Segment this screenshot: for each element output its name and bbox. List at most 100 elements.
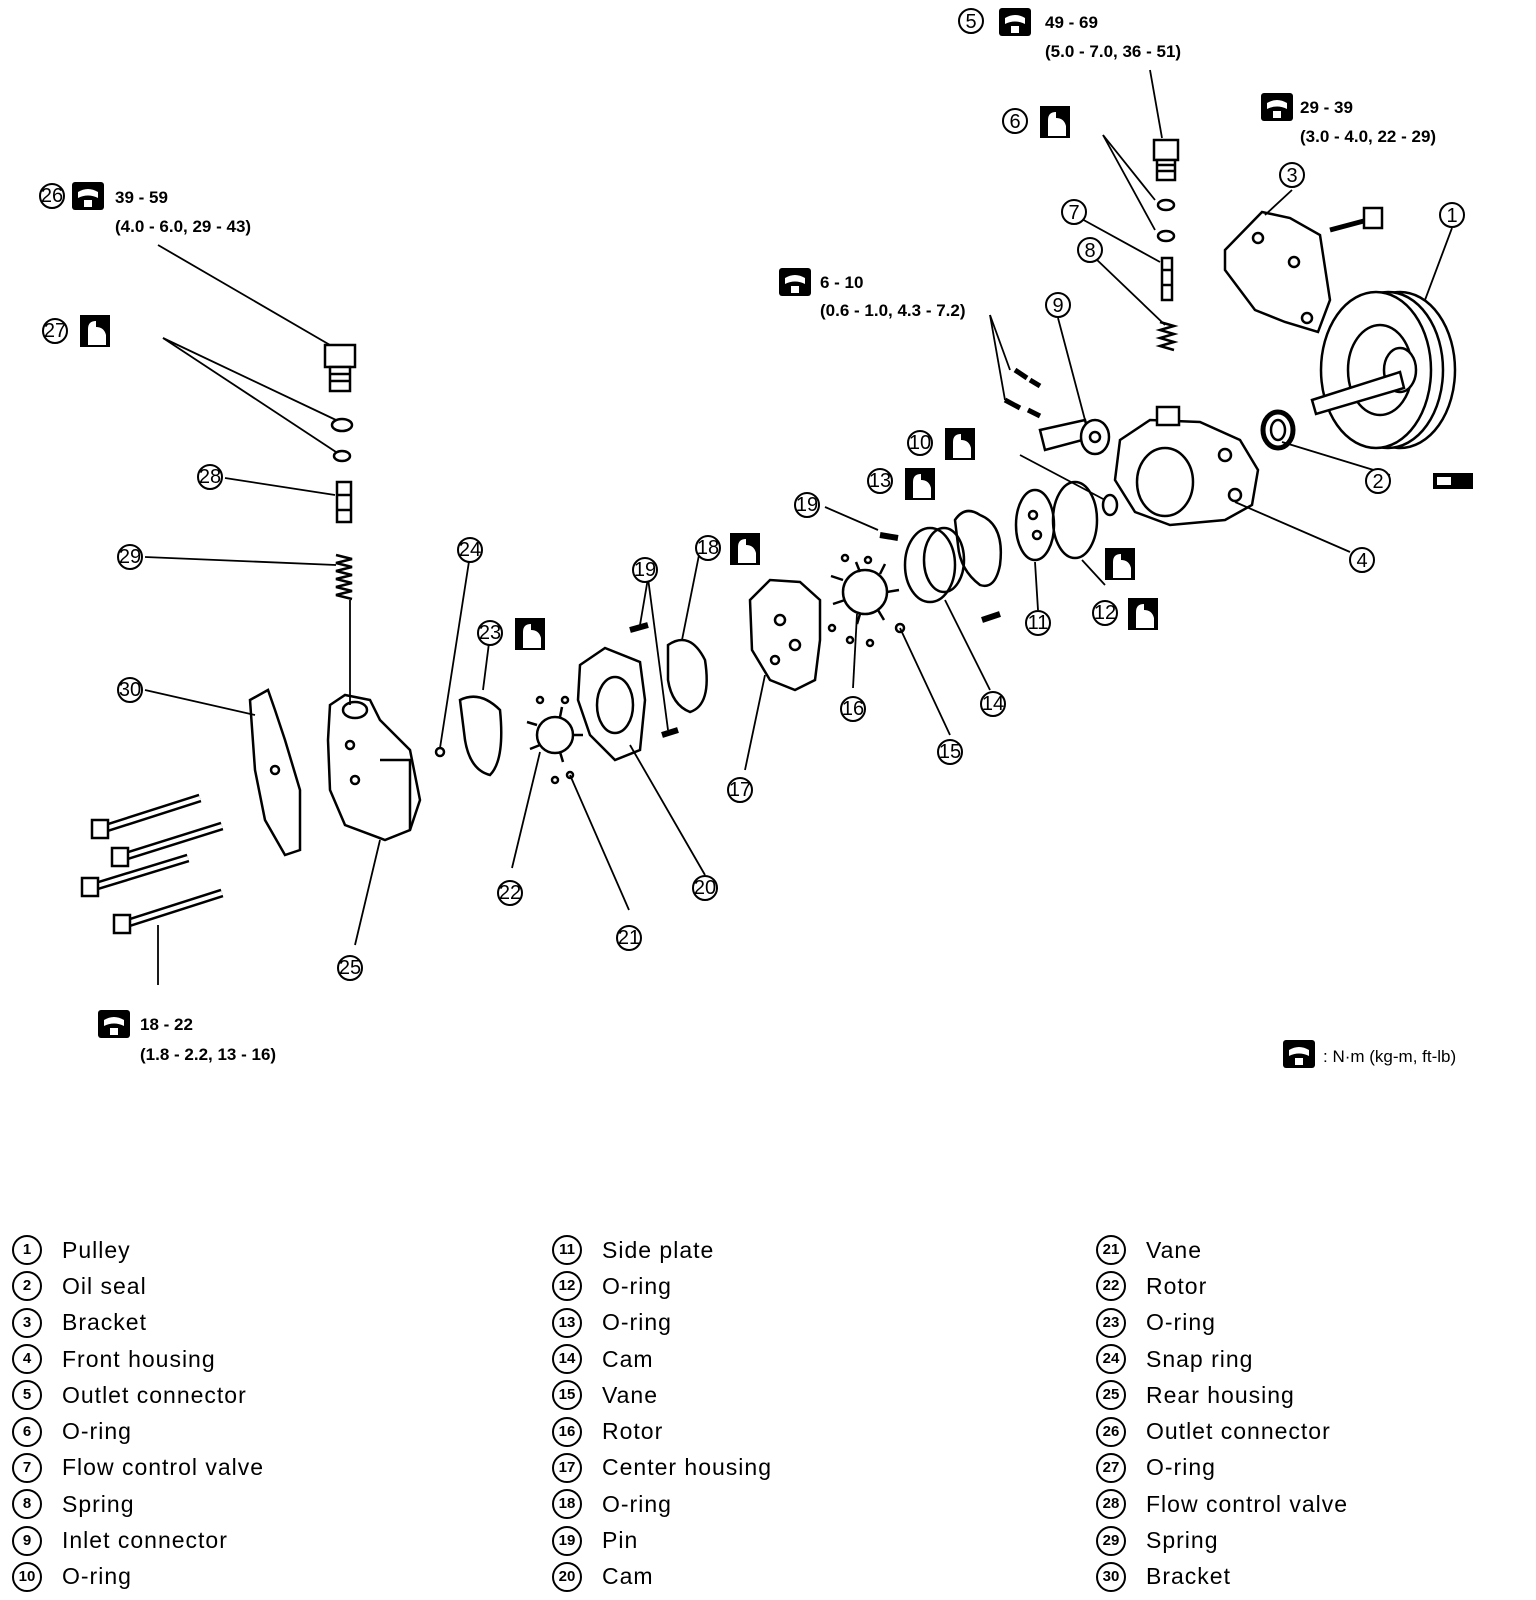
callout-9 bbox=[1045, 292, 1071, 318]
legend-label: O-ring bbox=[62, 1563, 132, 1590]
legend-label: Oil seal bbox=[62, 1272, 147, 1299]
callout-15-label: 15 bbox=[939, 741, 961, 763]
callout-19a bbox=[794, 492, 820, 518]
legend-label: Spring bbox=[1146, 1527, 1219, 1554]
callout-4 bbox=[1349, 547, 1375, 573]
legend-number: 1 bbox=[12, 1235, 42, 1266]
callout-1-label: 1 bbox=[1446, 205, 1457, 227]
torque-wrench-icon bbox=[779, 268, 811, 296]
legend-number: 26 bbox=[1096, 1416, 1126, 1447]
legend-label: Pin bbox=[602, 1527, 639, 1554]
legend-label: Flow control valve bbox=[62, 1454, 265, 1481]
fluid-apply-icon bbox=[1105, 548, 1135, 580]
callout-28 bbox=[197, 464, 223, 490]
leader-lines bbox=[144, 69, 1453, 985]
legend-label: Bracket bbox=[62, 1309, 147, 1336]
legend-label: O-ring bbox=[1146, 1309, 1216, 1336]
legend-label: Snap ring bbox=[1146, 1345, 1254, 1372]
callout-14-label: 14 bbox=[982, 693, 1004, 715]
legend-number: 30 bbox=[1096, 1561, 1126, 1592]
rear-bolts-drawing bbox=[80, 793, 224, 935]
legend-number: 11 bbox=[552, 1235, 582, 1266]
legend-number: 12 bbox=[552, 1271, 582, 1302]
legend-number: 21 bbox=[1096, 1235, 1126, 1266]
legend-item: 3 Bracket bbox=[12, 1305, 462, 1341]
legend-number: 27 bbox=[1096, 1452, 1126, 1483]
callout-2 bbox=[1365, 468, 1391, 494]
callout-7-label: 7 bbox=[1068, 202, 1079, 224]
callout-7 bbox=[1061, 199, 1087, 225]
callout-8 bbox=[1077, 237, 1103, 263]
legend-label: Center housing bbox=[602, 1454, 772, 1481]
legend-label: Outlet connector bbox=[1146, 1418, 1331, 1445]
fluid-apply-icon bbox=[945, 428, 975, 460]
callout-20-label: 20 bbox=[694, 877, 716, 899]
legend-item: 10 O-ring bbox=[12, 1559, 462, 1595]
torque-wrench-icon bbox=[999, 8, 1031, 36]
legend-number: 18 bbox=[552, 1489, 582, 1520]
legend-label: O-ring bbox=[62, 1418, 132, 1445]
fluid-apply-icon bbox=[515, 618, 545, 650]
callout-13-label: 13 bbox=[869, 470, 891, 492]
callout-4-label: 4 bbox=[1356, 550, 1367, 572]
callout-11 bbox=[1025, 610, 1051, 636]
callout-6-label: 6 bbox=[1009, 111, 1020, 133]
center-housing-drawing bbox=[748, 578, 822, 692]
callout-29 bbox=[117, 544, 143, 570]
callout-25 bbox=[337, 955, 363, 981]
torque-wrench-icon bbox=[72, 182, 104, 210]
callout-27 bbox=[42, 318, 68, 344]
torque-5-detail: (5.0 - 7.0, 36 - 51) bbox=[1045, 42, 1181, 61]
legend-number: 9 bbox=[12, 1525, 42, 1556]
rotor-front-drawing bbox=[827, 553, 906, 648]
callout-9-label: 9 bbox=[1052, 295, 1063, 317]
legend-number: 14 bbox=[552, 1344, 582, 1375]
torque-3-value: 29 - 39 bbox=[1300, 98, 1353, 117]
legend-item: 29 Spring bbox=[1096, 1522, 1536, 1558]
callouts bbox=[39, 8, 1465, 981]
legend-number: 3 bbox=[12, 1307, 42, 1338]
torque-wrench-icon bbox=[98, 1010, 130, 1038]
callout-20 bbox=[692, 875, 718, 901]
callout-23-label: 23 bbox=[479, 622, 501, 644]
callout-12 bbox=[1092, 600, 1118, 626]
torque-unit-legend: : N·m (kg-m, ft-lb) bbox=[1323, 1047, 1456, 1066]
callout-26 bbox=[39, 183, 65, 209]
callout-27-label: 27 bbox=[44, 320, 66, 342]
front-housing-drawing bbox=[1113, 405, 1260, 527]
legend-label: Rear housing bbox=[1146, 1381, 1295, 1408]
legend-number: 2 bbox=[12, 1271, 42, 1302]
torque-26-value: 39 - 59 bbox=[115, 188, 168, 207]
callout-28-label: 28 bbox=[199, 466, 221, 488]
oil-seal-drawing bbox=[1260, 409, 1296, 451]
legend-label: Rotor bbox=[602, 1418, 664, 1445]
callout-26-label: 26 bbox=[41, 185, 63, 207]
callout-21-label: 21 bbox=[618, 927, 640, 949]
icons bbox=[72, 8, 1473, 1068]
fluid-apply-icon bbox=[1128, 598, 1158, 630]
callout-25-label: 25 bbox=[339, 957, 361, 979]
callout-3-label: 3 bbox=[1286, 165, 1297, 187]
legend-item: 7 Flow control valve bbox=[12, 1450, 462, 1486]
legend-number: 10 bbox=[12, 1561, 42, 1592]
callout-19a-label: 19 bbox=[796, 494, 818, 516]
legend-number: 7 bbox=[12, 1452, 42, 1483]
torque-26-detail: (4.0 - 6.0, 29 - 43) bbox=[115, 217, 251, 236]
legend-number: 29 bbox=[1096, 1525, 1126, 1556]
torque-3-detail: (3.0 - 4.0, 22 - 29) bbox=[1300, 127, 1436, 146]
bracket-front-drawing bbox=[1223, 210, 1332, 334]
callout-5 bbox=[958, 8, 984, 34]
